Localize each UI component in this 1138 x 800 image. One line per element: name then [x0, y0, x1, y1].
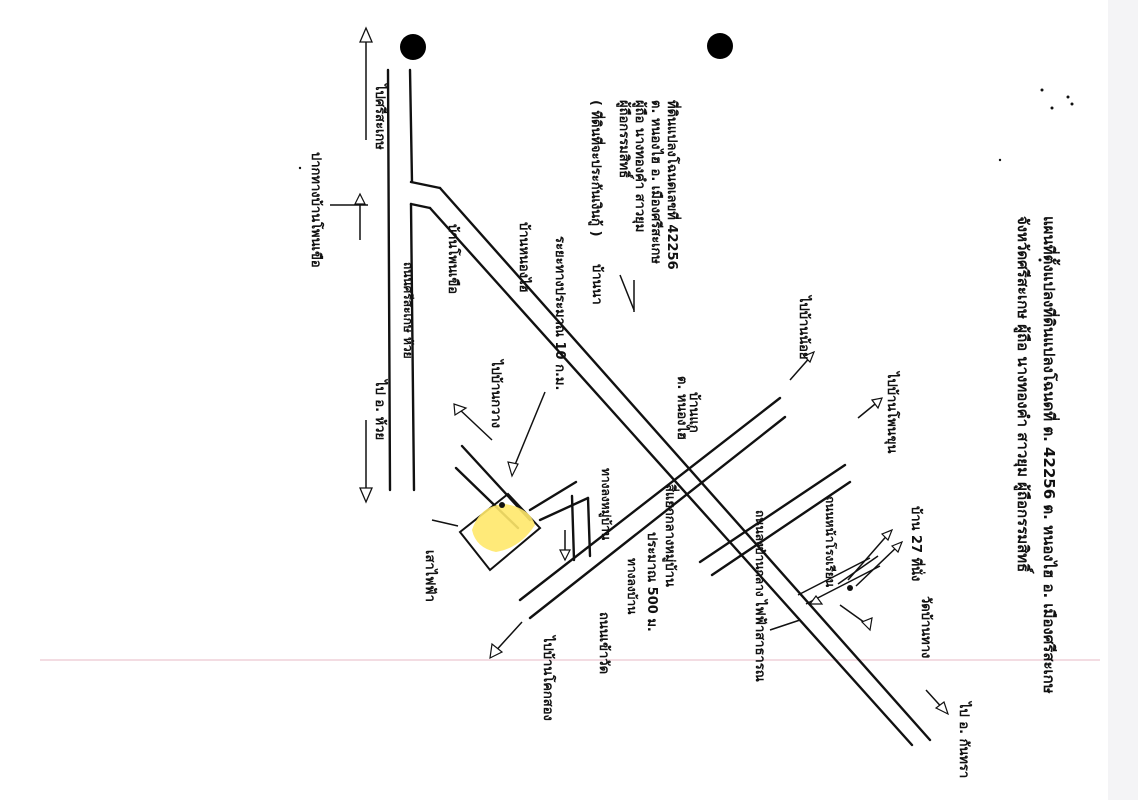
- label-ban-pho-nakhon: ปากทางบ้านโพนเขือ: [308, 152, 325, 268]
- label-to-ban-noi: ไปบ้านน้อย: [796, 294, 813, 360]
- label-distance-10km: ระยะทางประมาณ 10 ก.ม.: [552, 236, 567, 390]
- label-approx-500m: ประมาณ 500 ม.: [644, 532, 659, 632]
- label-road-sisaket-huai: ถนนศรีสะเกษ ห้วย: [401, 262, 415, 359]
- paper-edge: [1108, 0, 1138, 800]
- label-wat-sang: วัดบ้านทาง: [918, 596, 934, 658]
- label-ban-nong-hai: บ้านหนองไฮ: [516, 222, 533, 293]
- label-ban-na: บ้านนา: [589, 264, 605, 305]
- label-temple-road: ถนนเข้าวัด: [596, 612, 612, 674]
- label-village-road: ทางลงหมู่บ้าน: [598, 468, 613, 541]
- parcel-note-line2: ต. หนองไฮ อ. เมืองศรีสะเกษ: [648, 100, 665, 264]
- stray-marks: [298, 88, 1074, 262]
- label-to-ban-khok: ไปบ้านโคกสอง: [540, 634, 557, 721]
- label-to-ban-kwao: ไปบ้านกวาง: [488, 358, 505, 428]
- parcel-note-line5: ( ที่ดินที่จะประกันเงินกู้ ): [588, 100, 606, 237]
- punch-hole-right: [707, 33, 733, 59]
- parcel: [458, 492, 542, 572]
- label-to-sisaket: ไปศรีสะเกษ: [372, 82, 389, 150]
- label-crossroads: สี่แยกกลางหมู่บ้าน: [662, 484, 680, 587]
- header-line2: จังหวัดศรีสะเกษ ผู้ถือ นางทองคำ สาวยุม ผ…: [1013, 216, 1035, 574]
- parcel-note-line1: ที่ดินแปลงโฉนดเลขที่ 42256: [664, 100, 682, 270]
- label-to-ban-phon-khun: ไปบ้านโพนขุน: [884, 370, 901, 454]
- label-school-road: ถนนหน้าโรงเรียน: [823, 496, 838, 588]
- label-ban-kae: บ้านแก: [686, 392, 702, 433]
- parcel-note-line4: ผู้ถือกรรมสิทธิ์: [616, 100, 635, 180]
- direction-arrows: [330, 26, 950, 716]
- label-ban-27-house: บ้าน 27 ที่นั่ง: [908, 506, 926, 581]
- label-electric-line: ไฟฟ้าสาธารณ: [752, 598, 769, 682]
- label-to-kanthar: ไป อ. กันทรา: [956, 700, 973, 778]
- label-main-road: ถนนลงบ้านกลาง: [753, 510, 767, 597]
- punch-hole-left: [400, 34, 426, 60]
- header-line1: แผนที่ตั้งแปลงที่ดินแปลงโฉนดที่ ต. 42256…: [1040, 216, 1061, 694]
- label-to-huai: ไป อ. ห้วย: [372, 378, 389, 440]
- label-electric-pole: เสาไฟฟ้า: [422, 550, 439, 602]
- road-network: [386, 68, 932, 747]
- label-ban-pho: บ้านโพนเขือ: [445, 224, 462, 294]
- label-path-road: ทางลงบ้าน: [625, 558, 639, 615]
- label-t-nong-hai: ต. หนองไฮ: [674, 376, 691, 440]
- parcel-note-line3: ผู้ถือ นางทองคำ สาวยุม: [632, 100, 648, 232]
